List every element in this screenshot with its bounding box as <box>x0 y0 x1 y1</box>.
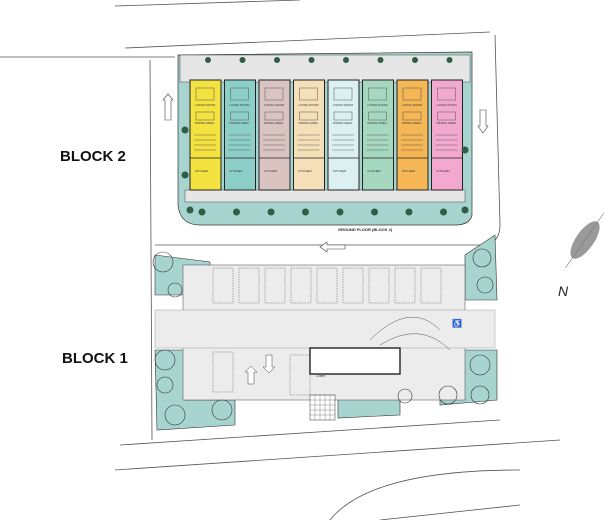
tree-icon <box>267 208 275 216</box>
kitchen-label: KITCHEN <box>264 169 277 173</box>
north-label: N <box>558 283 569 299</box>
tree-icon <box>205 57 211 63</box>
traffic-arrow-icon <box>244 365 258 385</box>
parking-bay <box>238 267 260 304</box>
tree-icon <box>371 208 378 216</box>
living-label: LIVING ROOM <box>264 103 285 107</box>
tree-icon <box>412 57 418 63</box>
parking-bay <box>368 267 390 304</box>
parking-bay <box>316 267 338 304</box>
tree-icon <box>302 208 309 216</box>
tree-icon <box>152 251 174 273</box>
tree-icon <box>181 171 189 179</box>
tree-icon <box>167 282 183 298</box>
tree-icon <box>438 385 458 405</box>
unit-5: LIVING ROOM DINING AREA KITCHEN <box>327 57 360 216</box>
tree-icon <box>211 399 233 421</box>
parking-bay <box>420 267 442 304</box>
traffic-arrow-icon <box>162 93 174 121</box>
parking-bay <box>212 351 234 393</box>
traffic-arrow-icon <box>477 109 489 134</box>
unit-8: LIVING ROOM DINING AREA KITCHEN <box>431 57 463 216</box>
dining-label: DINING AREA <box>333 121 352 125</box>
tree-icon <box>476 276 494 294</box>
lobby-label: LOBBY <box>316 374 326 378</box>
tree-icon <box>154 349 176 371</box>
living-label: LIVING ROOM <box>368 103 389 107</box>
tree-icon <box>461 146 469 154</box>
parking-bay <box>290 267 312 304</box>
tree-icon <box>156 376 174 394</box>
living-label: LIVING ROOM <box>333 103 354 107</box>
traffic-arrow-icon <box>262 354 276 374</box>
dining-label: DINING AREA <box>264 121 283 125</box>
kitchen-label: KITCHEN <box>333 169 346 173</box>
dining-label: DINING AREA <box>195 121 214 125</box>
tree-icon <box>461 206 469 214</box>
kitchen-label: KITCHEN <box>195 169 208 173</box>
tree-icon <box>446 57 453 63</box>
tree-icon <box>469 354 491 376</box>
dining-label: DINING AREA <box>299 121 318 125</box>
parking-bay <box>212 267 234 304</box>
kitchen-label: KITCHEN <box>437 169 450 173</box>
unit-1: LIVING ROOM DINING AREA KITCHEN <box>189 57 222 216</box>
block-1-plan: LOBBY ♿ <box>152 234 498 431</box>
living-label: LIVING ROOM <box>195 103 216 107</box>
parking-bay <box>289 354 311 396</box>
kitchen-label: KITCHEN <box>299 169 312 173</box>
tree-icon <box>233 208 240 216</box>
tree-icon <box>377 57 384 63</box>
tree-icon <box>198 208 206 216</box>
ground-floor-caption: GROUND FLOOR (BLOCK 2) <box>338 227 393 232</box>
living-label: LIVING ROOM <box>437 103 458 107</box>
tree-icon <box>274 57 280 63</box>
unit-6: LIVING ROOM DINING AREA KITCHEN <box>362 57 394 216</box>
block-1-label: BLOCK 1 <box>62 350 128 367</box>
kitchen-label: KITCHEN <box>368 169 381 173</box>
tree-icon <box>308 57 315 63</box>
kitchen-label: KITCHEN <box>402 169 415 173</box>
tree-icon <box>186 206 194 214</box>
dining-label: DINING AREA <box>437 121 456 125</box>
living-label: LIVING ROOM <box>402 103 423 107</box>
traffic-arrow-icon <box>319 241 346 253</box>
tree-icon <box>336 208 344 216</box>
living-label: LIVING ROOM <box>299 103 320 107</box>
block-2-label: BLOCK 2 <box>60 148 126 165</box>
wheelchair-icon: ♿ <box>452 318 462 328</box>
tree-icon <box>239 57 246 63</box>
dining-label: DINING AREA <box>368 121 387 125</box>
parking-bay <box>264 267 286 304</box>
kitchen-label: KITCHEN <box>230 169 243 173</box>
unit-3: LIVING ROOM DINING AREA KITCHEN <box>258 57 291 216</box>
roads <box>0 0 561 520</box>
tree-icon <box>405 208 413 216</box>
dining-label: DINING AREA <box>230 121 249 125</box>
tree-icon <box>164 404 186 426</box>
unit-4: LIVING ROOM DINING AREA KITCHEN <box>293 57 325 216</box>
tree-icon <box>470 385 490 405</box>
tree-icon <box>440 208 447 216</box>
dining-label: DINING AREA <box>402 121 421 125</box>
parking-bay <box>342 267 364 304</box>
north-arrow-icon <box>565 211 604 269</box>
parking-bay <box>394 267 416 304</box>
tree-icon <box>397 388 413 404</box>
tree-icon <box>472 248 492 268</box>
unit-2: LIVING ROOM DINING AREA KITCHEN <box>224 57 256 216</box>
tree-icon <box>343 57 349 63</box>
unit-7: LIVING ROOM DINING AREA KITCHEN <box>396 57 429 216</box>
tree-icon <box>181 126 189 134</box>
living-label: LIVING ROOM <box>230 103 251 107</box>
